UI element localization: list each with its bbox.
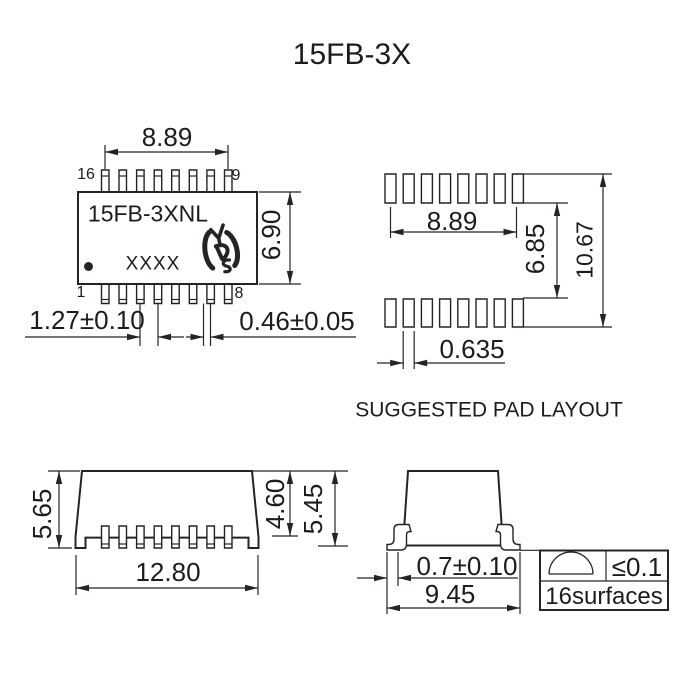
- top-view-pins-bottom: [102, 284, 233, 304]
- pin-width-dim-label: 0.46±0.05: [239, 306, 355, 336]
- pad-inner-dim-label: 6.85: [520, 223, 550, 275]
- marking-label: XXXX: [125, 253, 181, 275]
- coplanarity-surfaces-label: 16surfaces: [545, 583, 663, 610]
- coplanarity-table: [540, 551, 668, 611]
- foot-width-dim-label: 0.7±0.10: [416, 551, 518, 581]
- end-span-dim-label: 9.45: [424, 579, 476, 609]
- side-view-leads: [102, 526, 233, 548]
- pin-pitch-dim-label: 1.27±0.10: [29, 305, 145, 335]
- dim-side-height-with-lead: [318, 471, 348, 546]
- pad-outer-dim-label: 10.67: [571, 221, 598, 279]
- coplanarity-limit-label: ≤0.1: [611, 552, 663, 582]
- pad-span-dim-label: 8.89: [426, 206, 478, 236]
- top-view: [25, 145, 356, 346]
- top-view-width-dim-label: 8.89: [141, 122, 193, 152]
- end-view-body-outline: [403, 471, 503, 546]
- end-view: [357, 471, 668, 614]
- pad-width-dim-label: 0.635: [439, 334, 505, 364]
- drawing-title: 15FB-3X: [292, 38, 412, 71]
- top-view-pins-top: [102, 170, 233, 192]
- dim-side-overall-height: [48, 471, 80, 548]
- top-view-height-dim-label: 6.90: [256, 209, 286, 261]
- pin-9-label: 9: [231, 167, 241, 184]
- dim-top-view-width: [105, 145, 228, 169]
- side-height-with-lead-dim-label: 5.45: [298, 483, 328, 535]
- dim-pad-width: [377, 331, 505, 369]
- side-overall-height-dim-label: 5.65: [27, 488, 57, 540]
- end-view-left-lead: [387, 525, 411, 551]
- coplanarity-dome-icon: [549, 552, 593, 574]
- pad-layout-caption: SUGGESTED PAD LAYOUT: [355, 398, 623, 422]
- side-length-dim-label: 12.80: [135, 557, 201, 587]
- pin-1-label: 1: [76, 284, 86, 301]
- part-number-label: 15FB-3XNL: [87, 200, 209, 227]
- side-view: [48, 471, 348, 595]
- pin-8-label: 8: [234, 285, 244, 302]
- dim-pin-pitch-and-width: [25, 304, 356, 347]
- dim-side-body-height: [253, 471, 348, 536]
- pad-row-bottom: [385, 299, 523, 327]
- brand-logo-icon: [200, 223, 241, 275]
- pin-16-label: 16: [77, 166, 95, 183]
- dim-pad-inner-gap: [523, 203, 568, 298]
- pad-row-top: [385, 174, 523, 203]
- pin1-dot: [84, 262, 93, 271]
- dim-end-span: [387, 552, 520, 614]
- dim-top-view-height: [259, 192, 301, 284]
- dim-foot-width: [357, 552, 518, 614]
- dim-pad-span: [391, 207, 517, 238]
- package-body-outline: [78, 192, 257, 284]
- pad-layout: [377, 174, 612, 369]
- side-body-height-dim-label: 4.60: [260, 478, 290, 530]
- dim-pad-outer-span: [523, 174, 612, 327]
- dim-side-length: [76, 555, 258, 595]
